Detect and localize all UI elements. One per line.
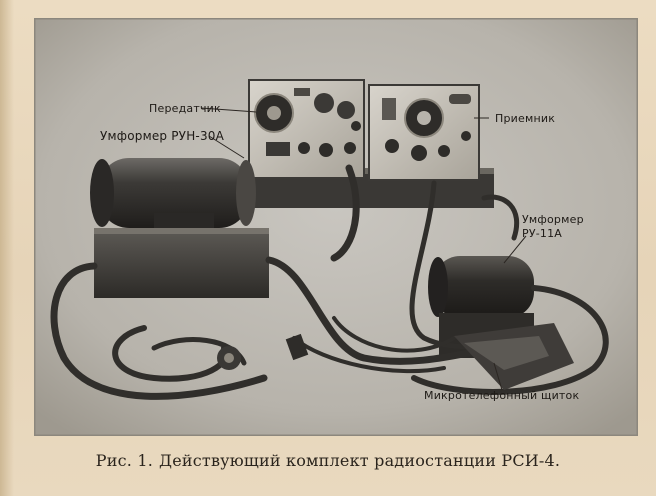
caption-figure-number: Рис. 1. bbox=[95, 451, 154, 470]
transmitter-unit bbox=[248, 79, 365, 179]
label-umformer-ru-line2: РУ-11А bbox=[522, 227, 563, 240]
umformer-run-30a bbox=[90, 158, 256, 235]
leader-lines bbox=[200, 107, 527, 391]
equipment-photo bbox=[34, 18, 638, 436]
label-mic-telephone-panel: Микротелефонный щиток bbox=[424, 389, 580, 402]
page-margin-shade bbox=[0, 0, 14, 496]
caption-text: Действующий комплект радиостанции РСИ-4. bbox=[159, 451, 561, 470]
label-transmitter: Передатчик bbox=[149, 102, 221, 115]
plugs bbox=[217, 333, 309, 370]
label-umformer-ru-11a: Умформер РУ-11А bbox=[522, 213, 584, 241]
figure-caption: Рис. 1. Действующий комплект радиостанции… bbox=[0, 451, 656, 470]
label-umformer-ru-line1: Умформер bbox=[522, 213, 584, 226]
label-umformer-run-30a: Умформер РУН-30А bbox=[100, 129, 225, 143]
mic-telephone-panel bbox=[454, 323, 574, 390]
umformer-base-box bbox=[94, 228, 269, 298]
label-receiver: Приемник bbox=[495, 112, 556, 125]
receiver-unit bbox=[368, 84, 480, 181]
